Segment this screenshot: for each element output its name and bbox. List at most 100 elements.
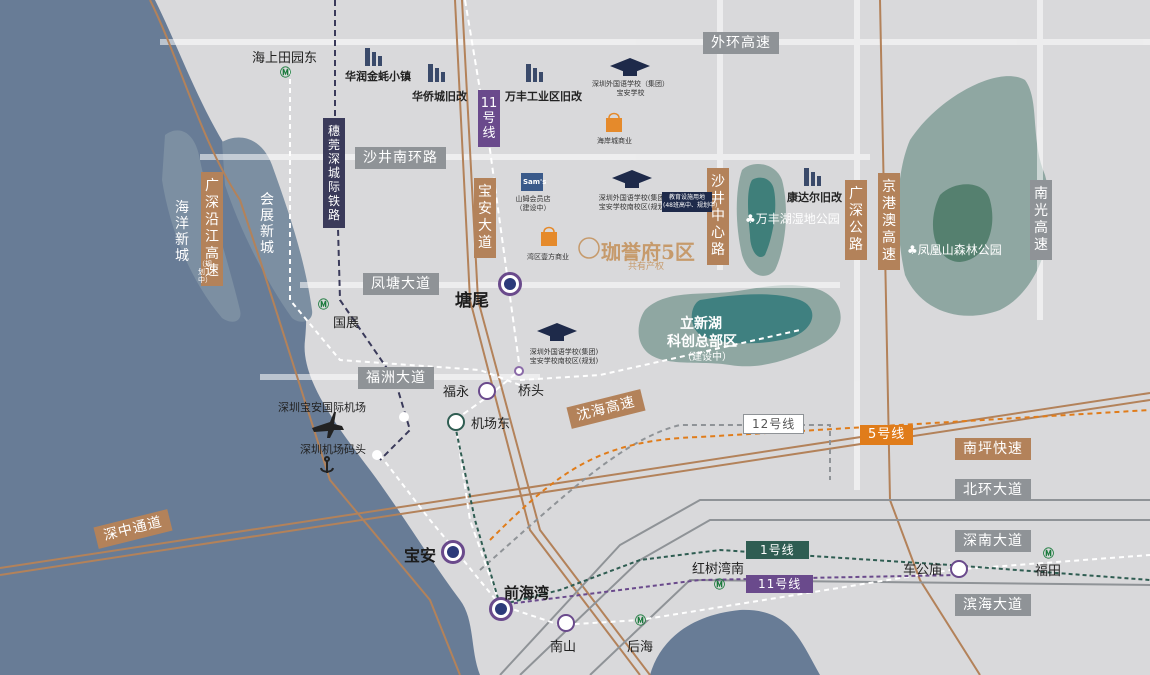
station-haishang-label: 海上田园东 xyxy=(252,51,318,66)
airplane-icon xyxy=(312,412,344,438)
line1-path xyxy=(454,424,1150,607)
poi-wanqu: 湾区壹方商业 xyxy=(527,253,569,261)
sea xyxy=(0,0,480,675)
poi-huizhan: 会展新城 xyxy=(260,192,274,256)
poi-sams-line2: （建设中） xyxy=(515,204,551,212)
station-hongshuwannan-label: 红树湾南 xyxy=(692,562,745,577)
road-jinggang-ao: 京港澳高速 xyxy=(878,173,900,270)
poi-wanfeng-wetland: ♣万丰湖湿地公园 xyxy=(745,210,840,227)
station-qianhaiwan-marker[interactable] xyxy=(489,597,513,621)
poi-wanfeng: 万丰工业区旧改 xyxy=(505,90,582,103)
metro-line11b-label: 11号线 xyxy=(746,575,814,593)
poi-school3: 深圳外国语学校(集团)宝安学校南校区(规划) xyxy=(520,348,608,366)
metro-line5-label: 5号线 xyxy=(860,425,914,445)
suiguan-rail-line xyxy=(334,0,412,461)
poi-edu-badge-line2: (48班高中、规划中) xyxy=(663,202,718,209)
poi-kangdaer: 康达尔旧改 xyxy=(787,191,842,204)
poi-sams-logo: Sam's xyxy=(523,178,547,186)
metro-icon-hongshuwan: Ⓜ xyxy=(714,578,725,591)
anchor-icon xyxy=(320,456,334,473)
metro-line1-label: 1号线 xyxy=(746,541,809,559)
station-baoan-label: 宝安 xyxy=(404,546,437,565)
poi-school3-line1: 深圳外国语学校(集团) xyxy=(529,348,599,356)
station-houhai-label: 后海 xyxy=(627,640,654,655)
shopping-bag-icon-2 xyxy=(541,226,557,246)
road-shajing-south-ring: 沙井南环路 xyxy=(355,147,446,169)
road-beihuan: 北环大道 xyxy=(955,479,1031,501)
road-outer-ring: 外环高速 xyxy=(703,32,779,54)
station-futian-label: 福田 xyxy=(1035,564,1062,579)
metro-icon-houhai: Ⓜ xyxy=(635,614,646,627)
poi-school1: 深圳外国语学校（集团）宝安学校 xyxy=(588,80,673,98)
poi-school2: 深圳外国语学校(集团)宝安学校南校区(规划) xyxy=(588,194,678,212)
poi-school2-line2: 宝安学校南校区(规划) xyxy=(598,203,668,211)
poi-sams-line1: 山姆会员店 xyxy=(515,195,551,203)
poi-lixinhu-a: 立新湖 xyxy=(680,316,722,332)
poi-edu-badge: 教育设施用地(48班高中、规划中) xyxy=(662,192,717,212)
shopping-bag-icon-1 xyxy=(606,112,622,132)
junction-marker-1 xyxy=(399,412,409,422)
project-sub: 共有产权 xyxy=(628,262,665,272)
station-qiaotou-marker[interactable] xyxy=(514,366,524,376)
poi-airport-pier: 深圳机场码头 xyxy=(300,443,366,456)
road-shajing-center: 沙井中心路 xyxy=(707,168,729,265)
poi-lixinhu-c: （建设中） xyxy=(682,352,732,363)
tree-icon-fenghuang: ♣ xyxy=(907,243,918,257)
station-baoan-marker[interactable] xyxy=(441,540,465,564)
road-suiguan-rail: 穗莞深城际铁路 xyxy=(323,118,345,228)
junction-marker-2 xyxy=(372,450,382,460)
building-icon-kangdaer xyxy=(804,168,821,186)
poi-haiyang-a: 海洋新城 xyxy=(175,200,189,264)
building-icon-huarun xyxy=(365,48,382,66)
metro-icon-guozhan: Ⓜ xyxy=(318,298,329,311)
station-jichangdong-label: 机场东 xyxy=(471,417,511,432)
grad-cap-icon-3 xyxy=(537,323,577,341)
tree-icon-wetland: ♣ xyxy=(745,212,756,226)
poi-huarun: 华润金蚝小镇 xyxy=(345,70,411,83)
poi-huaqiao: 华侨城旧改 xyxy=(412,90,467,103)
poi-sams: 山姆会员店（建设中） xyxy=(508,195,558,213)
poi-airport: 深圳宝安国际机场 xyxy=(278,401,366,414)
road-fuzhou: 福洲大道 xyxy=(358,367,434,389)
poi-school1-line2: 宝安学校 xyxy=(616,89,645,97)
huizhan-island xyxy=(222,137,313,322)
metro-line11-label: 11号线 xyxy=(478,90,500,147)
building-icon-huaqiao xyxy=(428,64,445,82)
road-binhai: 滨海大道 xyxy=(955,594,1031,616)
poi-edu-badge-line1: 教育设施用地 xyxy=(668,194,705,201)
road-guangshen-yanjiang: 广深沿江高速 xyxy=(201,172,223,286)
metro-icon-haishang: Ⓜ xyxy=(280,66,291,79)
sea-south xyxy=(650,609,820,675)
station-tangwei-marker[interactable] xyxy=(498,272,522,296)
station-chegongmiao-marker[interactable] xyxy=(950,560,968,578)
line11-lower-path xyxy=(499,574,961,606)
road-nanping: 南坪快速 xyxy=(955,438,1031,460)
road-baoan: 宝安大道 xyxy=(474,178,496,258)
road-nanguang: 南光高速 xyxy=(1030,180,1052,260)
station-chegongmiao-label: 车公庙 xyxy=(903,563,943,578)
road-shennan: 深南大道 xyxy=(955,530,1031,552)
grad-cap-icon-2 xyxy=(612,170,652,188)
station-qianhaiwan-label: 前海湾 xyxy=(504,584,550,602)
sams-logo-box xyxy=(521,173,543,191)
road-fengtang: 凤塘大道 xyxy=(363,273,439,295)
station-fuyong-marker[interactable] xyxy=(478,382,496,400)
station-nanshan-label: 南山 xyxy=(550,640,577,655)
station-jichangdong-marker[interactable] xyxy=(447,413,465,431)
poi-school3-line2: 宝安学校南校区(规划) xyxy=(529,357,599,365)
poi-wanfeng-wetland-text: 万丰湖湿地公园 xyxy=(755,212,840,226)
station-guozhan-label: 国展 xyxy=(333,316,360,331)
metro-icon-futian: Ⓜ xyxy=(1043,547,1054,560)
poi-haian: 海岸城商业 xyxy=(597,137,632,145)
project-name: 珈誉府5区 xyxy=(601,240,695,264)
line5-path xyxy=(489,409,1150,541)
poi-haiyang-b: （规划中） xyxy=(198,260,212,284)
project-logo-icon xyxy=(578,237,600,259)
station-nanshan-marker[interactable] xyxy=(557,614,575,632)
poi-fenghuang: ♣凤凰山森林公园 xyxy=(907,241,1002,258)
station-qiaotou-label: 桥头 xyxy=(518,384,545,399)
poi-fenghuang-text: 凤凰山森林公园 xyxy=(917,243,1002,257)
grad-cap-icon-1 xyxy=(610,58,650,76)
building-icon-wanfeng xyxy=(526,64,543,82)
